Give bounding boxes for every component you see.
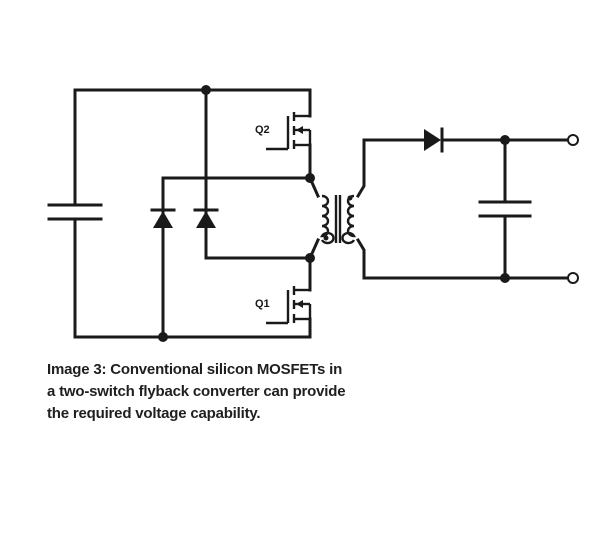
output-terminals <box>567 134 579 284</box>
output-diode <box>362 127 570 153</box>
caption-line-2: a two-switch flyback converter can provi… <box>47 383 346 400</box>
caption-line-3: the required voltage capability. <box>47 405 261 422</box>
junction-dots <box>158 85 510 342</box>
clamp-diode-right <box>193 88 312 260</box>
output-capacitor <box>478 138 532 280</box>
circuit-schematic: Q2 Q1 <box>47 85 579 342</box>
q2-label: Q2 <box>255 124 270 136</box>
clamp-diode-left <box>150 176 312 339</box>
flyback-transformer <box>308 138 366 280</box>
caption-line-1: Image 3: Conventional silicon MOSFETs in <box>47 361 343 378</box>
mosfet-q1: Q1 <box>255 256 312 339</box>
mosfet-q2: Q2 <box>255 88 312 180</box>
input-capacitor <box>47 88 103 339</box>
figure-caption: Image 3: Conventional silicon MOSFETs in… <box>47 359 427 425</box>
q1-label: Q1 <box>255 298 270 310</box>
